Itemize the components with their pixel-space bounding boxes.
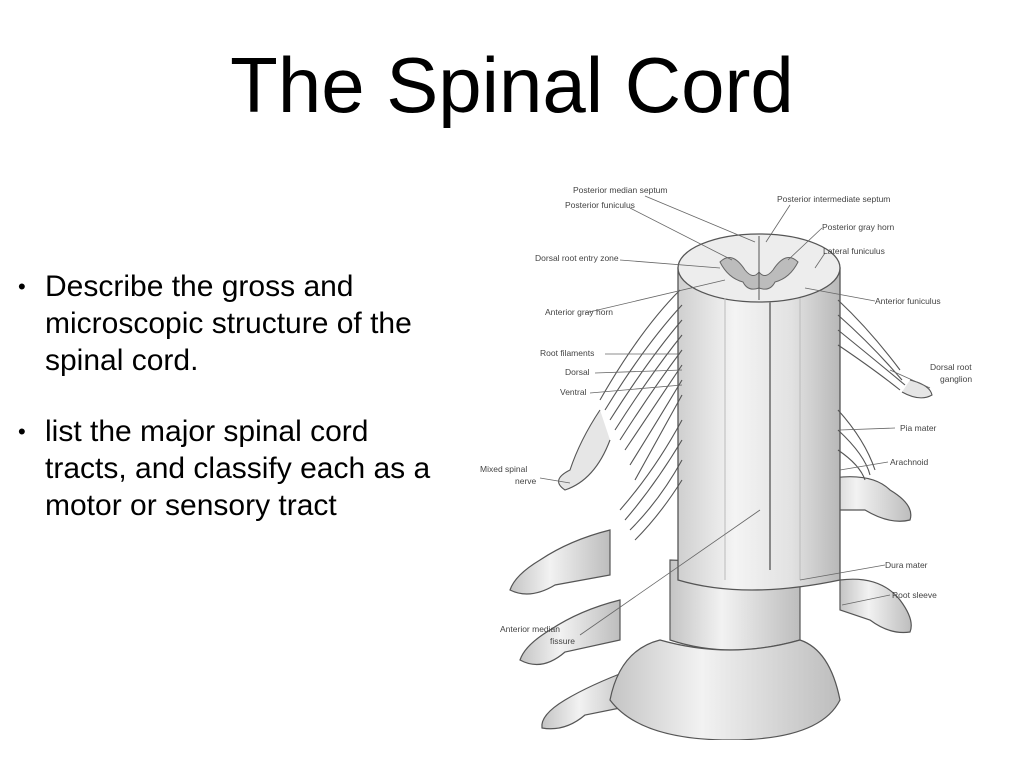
bullet-dot-icon: • — [18, 274, 26, 299]
root-filaments-shape — [558, 289, 933, 541]
label-dorsal-root-ganglion-2: ganglion — [940, 374, 972, 384]
label-anterior-funiculus: Anterior funiculus — [875, 296, 941, 306]
bullet-item: • Describe the gross and microscopic str… — [18, 268, 438, 379]
label-anterior-median-fissure-1: Anterior median — [500, 624, 560, 634]
label-lateral-funiculus: Lateral funiculus — [823, 246, 885, 256]
label-mixed-spinal-nerve-2: nerve — [515, 476, 537, 486]
label-root-sleeve: Root sleeve — [892, 590, 937, 600]
label-dorsal-root-entry-zone: Dorsal root entry zone — [535, 253, 619, 263]
figure-labels: Posterior median septum Posterior interm… — [480, 185, 972, 646]
slide-title: The Spinal Cord — [230, 41, 794, 129]
label-dorsal-root-ganglion-1: Dorsal root — [930, 362, 972, 372]
bullet-text: list the major spinal cord tracts, and c… — [45, 415, 431, 522]
label-dorsal: Dorsal — [565, 367, 590, 377]
label-mixed-spinal-nerve-1: Mixed spinal — [480, 464, 527, 474]
bullet-dot-icon: • — [18, 419, 26, 444]
label-ventral: Ventral — [560, 387, 587, 397]
spinal-cord-shape — [677, 233, 841, 591]
label-dura-mater: Dura mater — [885, 560, 928, 570]
bullet-list: • Describe the gross and microscopic str… — [18, 268, 438, 558]
label-posterior-gray-horn: Posterior gray horn — [822, 222, 895, 232]
bullet-text: Describe the gross and microscopic struc… — [45, 270, 412, 377]
bullet-item: • list the major spinal cord tracts, and… — [18, 413, 438, 524]
label-posterior-funiculus: Posterior funiculus — [565, 200, 635, 210]
label-leader-lines — [539, 195, 931, 636]
label-posterior-median-septum: Posterior median septum — [573, 185, 668, 195]
label-pia-mater: Pia mater — [900, 423, 937, 433]
label-anterior-median-fissure-2: fissure — [550, 636, 575, 646]
label-arachnoid: Arachnoid — [890, 457, 929, 467]
label-anterior-gray-horn: Anterior gray horn — [545, 307, 613, 317]
label-root-filaments: Root filaments — [540, 348, 594, 358]
label-posterior-intermediate-septum: Posterior intermediate septum — [777, 194, 890, 204]
spinal-cord-illustration: Posterior median septum Posterior interm… — [480, 185, 972, 740]
